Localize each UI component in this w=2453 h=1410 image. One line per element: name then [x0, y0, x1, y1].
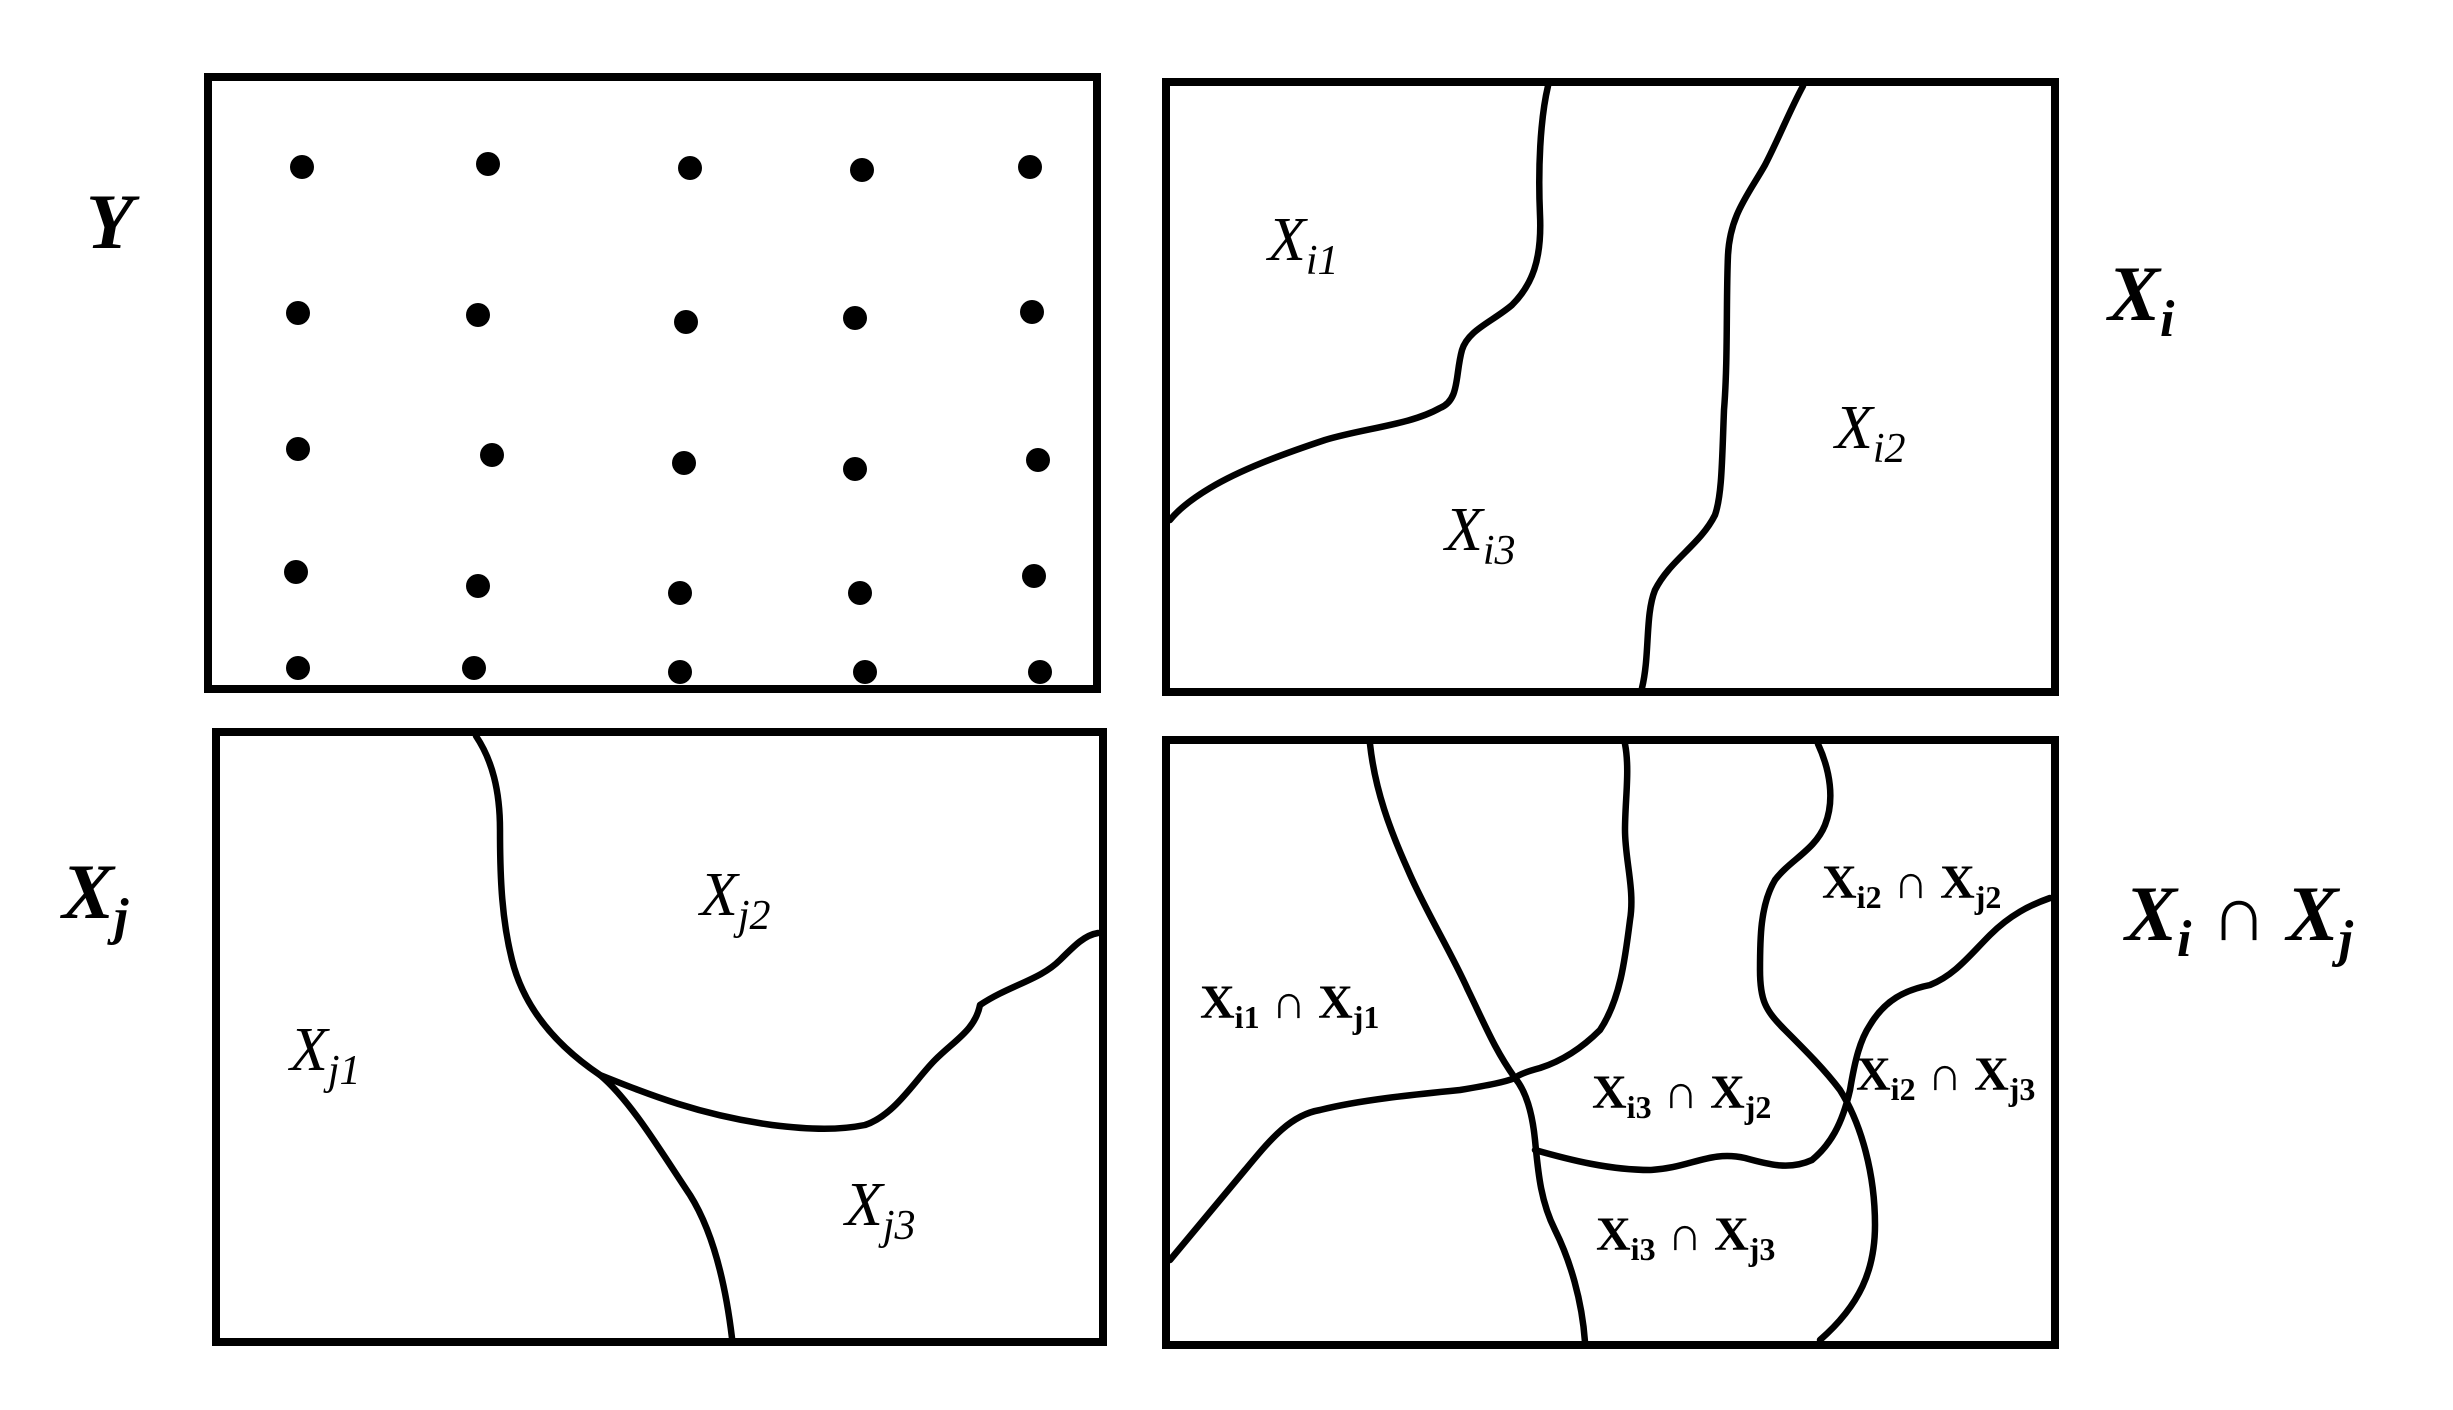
label-y: Y — [86, 178, 140, 265]
xixj-boundary-6 — [1531, 894, 2054, 1174]
sample-point-r2-c5 — [1020, 300, 1044, 324]
sample-point-r1-c3 — [678, 156, 702, 180]
sample-point-r2-c2 — [466, 303, 490, 327]
label-xixj: Xi ∩ Xj — [2123, 870, 2354, 968]
label-xj: Xj — [60, 848, 129, 946]
xixj-boundary-5 — [1511, 1074, 1589, 1346]
sample-point-r2-c3 — [674, 310, 698, 334]
xi-region-2-label: Xi2 — [1832, 394, 1906, 472]
xixj-region-i3-j2-label: Xi3 ∩ Xj2 — [1592, 1066, 1771, 1125]
xixj-region-i3-j3-label: Xi3 ∩ Xj3 — [1596, 1208, 1775, 1267]
xixj-region-i1-j1-label: Xi1 ∩ Xj1 — [1200, 976, 1379, 1035]
label-xi: Xi — [2106, 250, 2175, 348]
sample-point-r4-c3 — [668, 581, 692, 605]
sample-point-r3-c3 — [672, 451, 696, 475]
sample-point-r5-c4 — [853, 660, 877, 684]
sample-point-r3-c5 — [1026, 448, 1050, 472]
xixj-boundary-1 — [1366, 740, 1519, 1082]
sample-point-r3-c4 — [843, 457, 867, 481]
sample-point-r2-c1 — [286, 301, 310, 325]
sample-point-r3-c1 — [286, 437, 310, 461]
xj-region-1-label: Xj1 — [287, 1016, 361, 1094]
xi-boundary-1 — [1166, 82, 1552, 524]
panel-xixj-frame — [1162, 736, 2059, 1349]
sample-point-r5-c3 — [668, 660, 692, 684]
panel-xj-frame — [212, 728, 1107, 1346]
xj-region-3-label: Xj3 — [842, 1171, 916, 1249]
panel-xixj — [1162, 736, 2059, 1349]
sample-point-r1-c2 — [476, 152, 500, 176]
panel-y — [204, 73, 1101, 693]
panel-xi — [1162, 78, 2059, 696]
sample-points — [284, 152, 1052, 684]
xixj-region-i2-j3-label: Xi2 ∩ Xj3 — [1856, 1048, 2035, 1107]
xixj-boundary-2 — [1511, 740, 1635, 1082]
sample-point-r4-c5 — [1022, 564, 1046, 588]
xj-region-2-label: Xj2 — [697, 861, 771, 939]
sample-point-r1-c4 — [850, 158, 874, 182]
xj-boundary-1 — [472, 732, 1102, 1132]
sample-point-r5-c5 — [1028, 660, 1052, 684]
sample-point-r5-c2 — [462, 656, 486, 680]
sample-point-r4-c2 — [466, 574, 490, 598]
xixj-region-i2-j2-label: Xi2 ∩ Xj2 — [1822, 856, 2001, 915]
xixj-boundary-3 — [1756, 740, 1879, 1344]
xi-region-1-label: Xi1 — [1265, 206, 1339, 284]
xi-region-3-label: Xi3 — [1442, 496, 1516, 574]
sample-point-r4-c4 — [848, 581, 872, 605]
panel-xi-frame — [1162, 78, 2059, 696]
xi-boundary-2 — [1638, 82, 1807, 692]
panel-xj — [212, 728, 1107, 1346]
sample-point-r2-c4 — [843, 306, 867, 330]
xixj-boundary-4 — [1166, 1074, 1519, 1264]
xj-boundary-2 — [596, 1071, 736, 1342]
sample-point-r1-c1 — [290, 155, 314, 179]
sample-point-r5-c1 — [286, 656, 310, 680]
panel-y-frame — [204, 73, 1101, 693]
sample-point-r4-c1 — [284, 560, 308, 584]
sample-point-r3-c2 — [480, 443, 504, 467]
sample-point-r1-c5 — [1018, 155, 1042, 179]
